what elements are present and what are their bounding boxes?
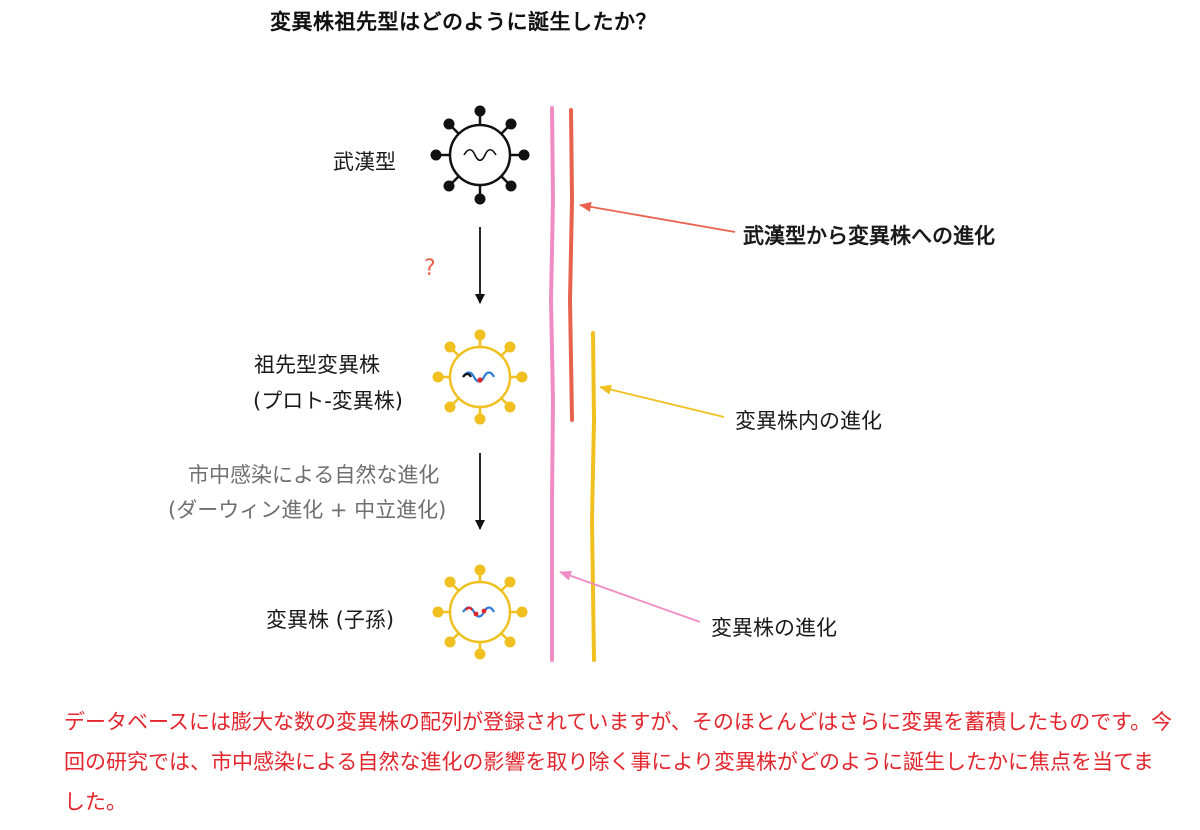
yellow-pointer-arrow: [599, 384, 725, 418]
stage-label-descendant: 変異株 (子孫): [266, 608, 395, 632]
unknown-question-mark: ?: [424, 256, 436, 281]
virus-yellow-icon: [432, 564, 528, 660]
legend-within-variant: 変異株内の進化: [735, 409, 882, 433]
red-lineage-bar: [567, 108, 575, 422]
red-pointer-arrow: [579, 201, 736, 233]
legend-wuhan-to-variant: 武漢型から変異株への進化: [743, 224, 995, 248]
virus-yellow-icon: [432, 329, 528, 425]
legend-variant-evolution: 変異株の進化: [711, 616, 837, 640]
natural-evolution-sub: (ダーウィン進化 + 中立進化): [168, 498, 447, 522]
stage-label-proto: 祖先型変異株: [254, 353, 380, 377]
stage-label-wuhan: 武漢型: [333, 150, 396, 174]
yellow-lineage-bar: [589, 331, 597, 662]
natural-evolution-label: 市中感染による自然な進化: [188, 463, 440, 487]
page-title: 変異株祖先型はどのように誕生したか？: [270, 10, 657, 34]
virus-black-icon: [430, 105, 530, 205]
pink-lineage-bar: [548, 106, 556, 662]
evolution-diagram: [430, 105, 736, 662]
caption-text: データベースには膨大な数の変異株の配列が登録されていますが、そのほとんどはさらに…: [64, 710, 1173, 814]
stage-label-proto-sub: (プロト-変異株): [253, 389, 403, 413]
pink-pointer-arrow: [559, 570, 701, 623]
